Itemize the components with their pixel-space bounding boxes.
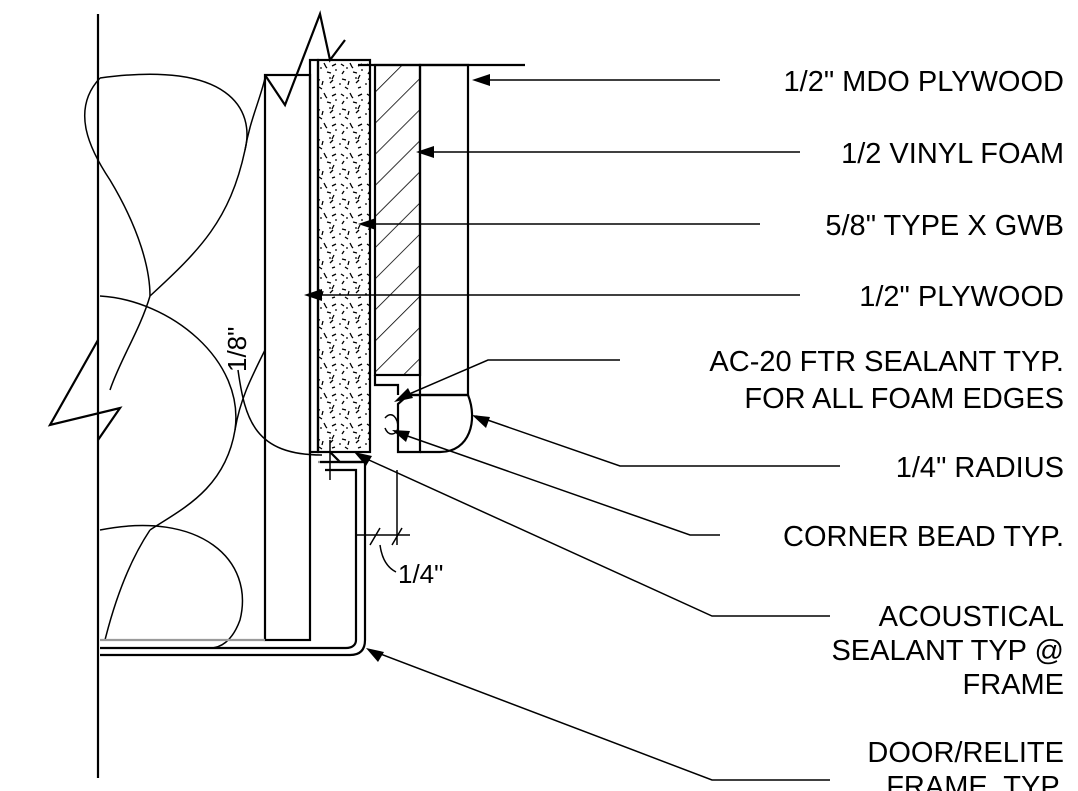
dimension-eighth-text: 1/8": [222, 327, 252, 372]
label-acoustical-line2: SEALANT TYP @: [831, 635, 1064, 667]
break-line-left: [47, 339, 123, 441]
radius-corner: [408, 393, 474, 454]
label-sealant-line1: AC-20 FTR SEALANT TYP.: [709, 346, 1064, 378]
plywood-layer: [308, 58, 320, 454]
dimension-eighth: 1/8": [222, 327, 331, 480]
door-frame-outline: [100, 460, 367, 657]
label-door-line1: DOOR/RELITE: [867, 737, 1064, 769]
leader-lines: [304, 74, 840, 781]
dimension-quarter-text: 1/4": [398, 559, 443, 589]
batt-insulation: [84, 73, 266, 649]
foam-bottom-edge: [373, 375, 400, 395]
label-sealant-line2: FOR ALL FOAM EDGES: [744, 383, 1064, 415]
label-gwb: 5/8" TYPE X GWB: [825, 210, 1064, 242]
door-frame-inner: [100, 468, 358, 650]
gwb-layer: [316, 58, 372, 454]
label-plywood: 1/2" PLYWOOD: [859, 281, 1064, 313]
label-radius: 1/4" RADIUS: [896, 452, 1064, 484]
dimension-quarter: 1/4": [356, 470, 443, 589]
vinyl-foam-layer: [373, 63, 422, 377]
sealant-bead: [384, 414, 399, 435]
label-acoustical-line1: ACOUSTICAL: [879, 601, 1064, 633]
label-corner-bead: CORNER BEAD TYP.: [783, 521, 1064, 553]
label-door-line2: FRAME, TYP.: [886, 771, 1064, 791]
label-acoustical-line3: FRAME: [963, 669, 1065, 701]
label-mdo-plywood: 1/2" MDO PLYWOOD: [784, 66, 1064, 98]
label-vinyl-foam: 1/2 VINYL FOAM: [841, 138, 1064, 170]
